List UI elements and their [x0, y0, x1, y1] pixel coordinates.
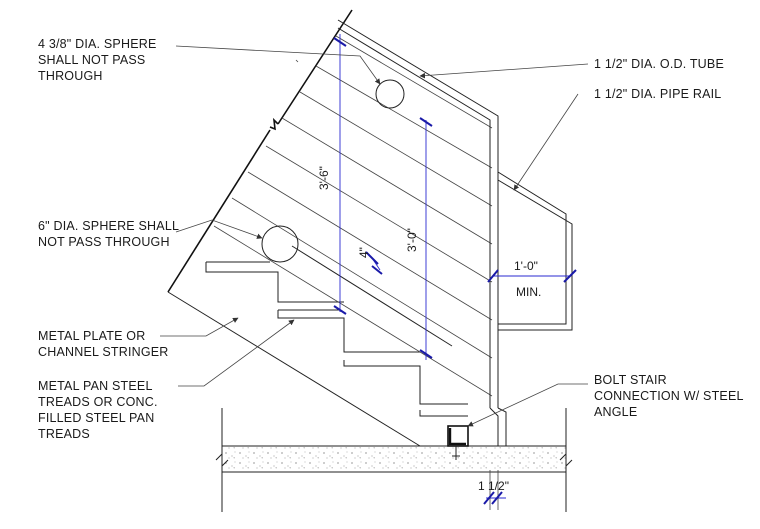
dim-extension: 1'-0"	[514, 259, 538, 273]
label-od-tube: 1 1/2" DIA. O.D. TUBE	[594, 57, 724, 71]
dim-baluster-gap: 4"	[357, 247, 371, 258]
label-pipe-rail: 1 1/2" DIA. PIPE RAIL	[594, 87, 721, 101]
dim-rail-height: 3'-6"	[317, 166, 331, 190]
break-line	[167, 9, 353, 293]
sphere-4-3-8-icon	[375, 79, 405, 109]
pipe-rail-extension	[497, 171, 573, 331]
label-sphere-6-line2: NOT PASS THROUGH	[38, 235, 170, 249]
sphere-6-icon	[261, 225, 299, 263]
label-stringer-line2: CHANNEL STRINGER	[38, 345, 169, 359]
concrete-slab	[215, 408, 573, 512]
label-treads-line3: FILLED STEEL PAN	[38, 411, 154, 425]
stair-treads	[205, 261, 468, 417]
bolt-angle	[447, 425, 469, 460]
label-stringer-line1: METAL PLATE OR	[38, 329, 145, 343]
leader-lines	[160, 45, 589, 427]
guard-rails	[213, 35, 493, 397]
stringer	[167, 245, 453, 447]
label-sphere-4-3-8-line1: 4 3/8" DIA. SPHERE	[38, 37, 157, 51]
dim-extension-note: MIN.	[516, 285, 541, 299]
label-sphere-4-3-8-line3: THROUGH	[38, 69, 103, 83]
label-sphere-6-line1: 6" DIA. SPHERE SHALL	[38, 219, 179, 233]
label-sphere-4-3-8-line2: SHALL NOT PASS	[38, 53, 145, 67]
label-bolt-line1: BOLT STAIR	[594, 373, 667, 387]
dimension-lines	[333, 34, 577, 510]
label-treads-line1: METAL PAN STEEL	[38, 379, 153, 393]
od-tube-rail	[337, 19, 507, 446]
label-bolt-line2: CONNECTION W/ STEEL	[594, 389, 744, 403]
dim-clearance: 1 1/2"	[478, 479, 509, 493]
label-bolt-line3: ANGLE	[594, 405, 637, 419]
dim-guard-height: 3'-0"	[405, 228, 419, 252]
label-treads-line4: TREADS	[38, 427, 90, 441]
label-treads-line2: TREADS OR CONC.	[38, 395, 158, 409]
